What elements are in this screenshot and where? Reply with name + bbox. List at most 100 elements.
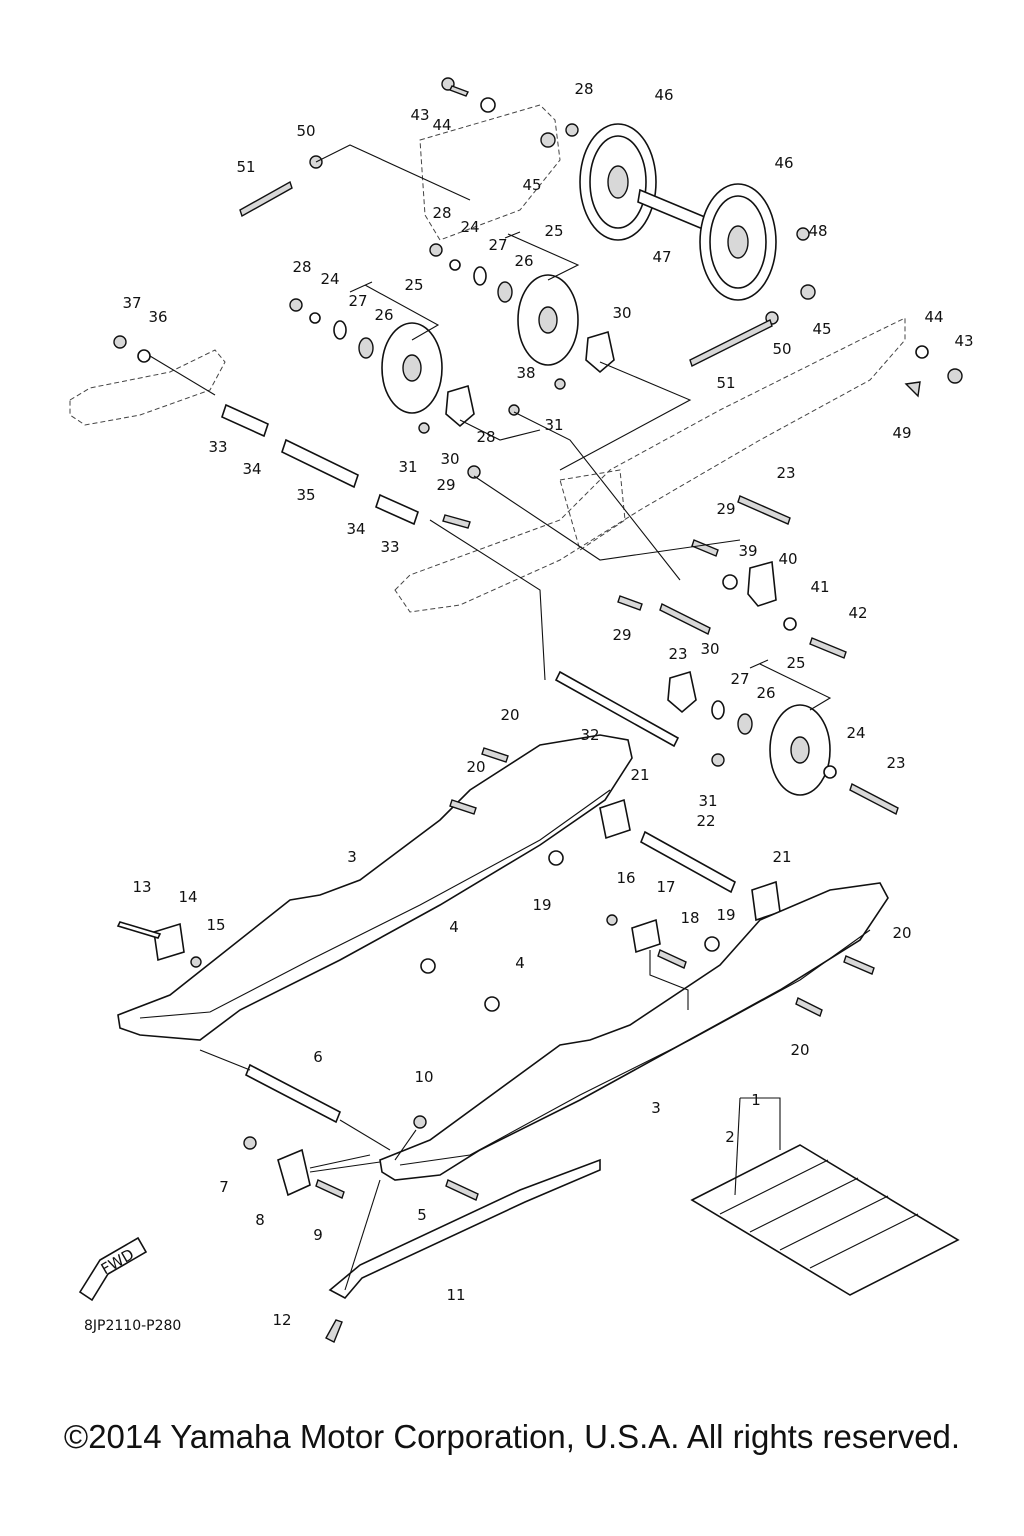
callout-41: 41 bbox=[810, 578, 829, 596]
callout-27: 27 bbox=[348, 292, 367, 310]
callout-20: 20 bbox=[466, 758, 485, 776]
callout-18: 18 bbox=[680, 909, 699, 927]
callout-30: 30 bbox=[700, 640, 719, 658]
callout-10: 10 bbox=[414, 1068, 433, 1086]
callout-25: 25 bbox=[544, 222, 563, 240]
callout-34: 34 bbox=[242, 460, 261, 478]
callout-51: 51 bbox=[236, 158, 255, 176]
callout-28: 28 bbox=[574, 80, 593, 98]
callout-26: 26 bbox=[514, 252, 533, 270]
callout-labels: 1 2 3 3 4 4 5 6 7 8 9 10 11 12 13 14 15 … bbox=[122, 80, 973, 1329]
callout-29: 29 bbox=[612, 626, 631, 644]
callout-20: 20 bbox=[790, 1041, 809, 1059]
callout-32: 32 bbox=[580, 726, 599, 744]
callout-4: 4 bbox=[515, 954, 525, 972]
callout-39: 39 bbox=[738, 542, 757, 560]
hardware bbox=[113, 77, 963, 1343]
hyfax-slider bbox=[328, 1158, 601, 1300]
copyright-notice: ©2014 Yamaha Motor Corporation, U.S.A. A… bbox=[63, 1418, 961, 1455]
callout-31: 31 bbox=[698, 792, 717, 810]
callout-23: 23 bbox=[668, 645, 687, 663]
diagram-code: 8JP2110-P280 bbox=[84, 1318, 182, 1334]
callout-43: 43 bbox=[954, 332, 973, 350]
callout-43: 43 bbox=[410, 106, 429, 124]
callout-11: 11 bbox=[446, 1286, 465, 1304]
idler-wheel-upper-center bbox=[517, 274, 579, 366]
callout-24: 24 bbox=[846, 724, 865, 742]
callout-28: 28 bbox=[432, 204, 451, 222]
slide-rail-right bbox=[379, 882, 889, 1181]
callout-9: 9 bbox=[313, 1226, 323, 1244]
callout-51: 51 bbox=[716, 374, 735, 392]
callout-49: 49 bbox=[892, 424, 911, 442]
callout-21: 21 bbox=[772, 848, 791, 866]
callout-30: 30 bbox=[612, 304, 631, 322]
callout-24: 24 bbox=[460, 218, 479, 236]
callout-40: 40 bbox=[778, 550, 797, 568]
track-segment bbox=[690, 1144, 960, 1296]
brackets-and-blocks bbox=[153, 330, 781, 1197]
callout-31: 31 bbox=[398, 458, 417, 476]
callout-48: 48 bbox=[808, 222, 827, 240]
callout-1: 1 bbox=[751, 1091, 761, 1109]
callout-34: 34 bbox=[346, 520, 365, 538]
callout-23: 23 bbox=[886, 754, 905, 772]
idler-wheel-lower bbox=[769, 704, 831, 796]
callout-16: 16 bbox=[616, 869, 635, 887]
callout-50: 50 bbox=[296, 122, 315, 140]
callout-23: 23 bbox=[776, 464, 795, 482]
callout-44: 44 bbox=[924, 308, 943, 326]
callout-37: 37 bbox=[122, 294, 141, 312]
callout-47: 47 bbox=[652, 248, 671, 266]
callout-21: 21 bbox=[630, 766, 649, 784]
callout-26: 26 bbox=[756, 684, 775, 702]
callout-20: 20 bbox=[892, 924, 911, 942]
callout-19: 19 bbox=[532, 896, 551, 914]
callout-19: 19 bbox=[716, 906, 735, 924]
callout-27: 27 bbox=[730, 670, 749, 688]
idler-wheel-upper-left bbox=[381, 322, 443, 414]
callout-13: 13 bbox=[132, 878, 151, 896]
callout-25: 25 bbox=[786, 654, 805, 672]
callout-25: 25 bbox=[404, 276, 423, 294]
callout-33: 33 bbox=[380, 538, 399, 556]
callout-5: 5 bbox=[417, 1206, 427, 1224]
callout-50: 50 bbox=[772, 340, 791, 358]
leader-lines bbox=[149, 144, 832, 1291]
bearings bbox=[333, 266, 753, 735]
callout-45: 45 bbox=[812, 320, 831, 338]
callout-44: 44 bbox=[432, 116, 451, 134]
callout-36: 36 bbox=[148, 308, 167, 326]
callout-12: 12 bbox=[272, 1311, 291, 1329]
callout-4: 4 bbox=[449, 918, 459, 936]
callout-20: 20 bbox=[500, 706, 519, 724]
callout-24: 24 bbox=[320, 270, 339, 288]
callout-7: 7 bbox=[219, 1178, 229, 1196]
callout-15: 15 bbox=[206, 916, 225, 934]
callout-42: 42 bbox=[848, 604, 867, 622]
callout-17: 17 bbox=[656, 878, 675, 896]
callout-33: 33 bbox=[208, 438, 227, 456]
callout-8: 8 bbox=[255, 1211, 265, 1229]
callout-26: 26 bbox=[374, 306, 393, 324]
callout-35: 35 bbox=[296, 486, 315, 504]
callout-45: 45 bbox=[522, 176, 541, 194]
callout-28: 28 bbox=[292, 258, 311, 276]
callout-22: 22 bbox=[696, 812, 715, 830]
fwd-arrow-icon: FWD bbox=[78, 1236, 148, 1302]
callout-29: 29 bbox=[436, 476, 455, 494]
callout-3: 3 bbox=[651, 1099, 661, 1117]
callout-28: 28 bbox=[476, 428, 495, 446]
upper-frame-outline bbox=[69, 104, 906, 613]
callout-2: 2 bbox=[725, 1128, 735, 1146]
callout-14: 14 bbox=[178, 888, 197, 906]
rear-idler-wheel-left bbox=[579, 123, 657, 241]
callout-38: 38 bbox=[516, 364, 535, 382]
shafts bbox=[221, 403, 737, 1124]
callout-46: 46 bbox=[774, 154, 793, 172]
callout-27: 27 bbox=[488, 236, 507, 254]
callout-46: 46 bbox=[654, 86, 673, 104]
callout-29: 29 bbox=[716, 500, 735, 518]
slide-rail-left bbox=[117, 734, 633, 1041]
